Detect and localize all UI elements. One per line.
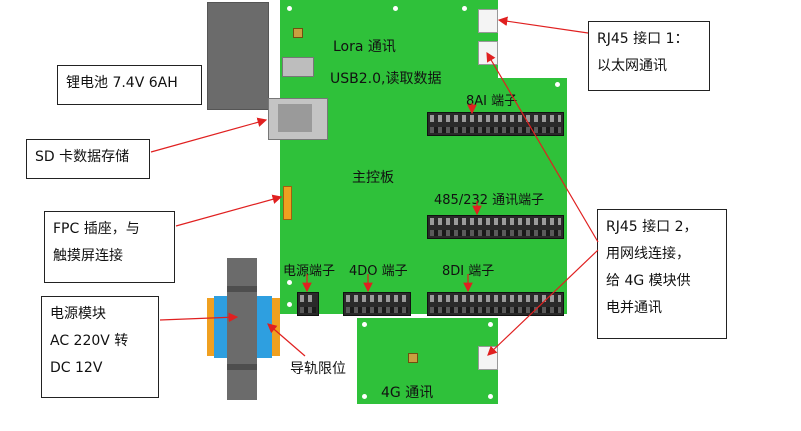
power-module-core-band: [227, 364, 257, 370]
power-module-callout-line: AC 220V 转: [50, 333, 129, 349]
rj45-1-callout-line: 以太网通讯: [597, 58, 667, 74]
rj45-2-callout-line: 电并通讯: [606, 300, 662, 316]
rs485-terminal-label: 485/232 通讯端子: [434, 193, 545, 208]
power-module-callout-line: 电源模块: [50, 306, 106, 322]
sd-callout: SD 卡数据存储: [26, 139, 150, 179]
mount-hole: [462, 6, 467, 11]
usb-label: USB2.0,读取数据: [330, 71, 442, 87]
arrow-rj45-2-4g: [487, 249, 599, 356]
rj45-2-callout-line: RJ45 接口 2，: [606, 219, 698, 235]
lora-label: Lora 通讯: [333, 39, 396, 55]
lora-chip-icon: [293, 28, 303, 38]
power-module-orange-left: [207, 298, 215, 356]
4g-chip-icon: [408, 353, 418, 363]
mount-hole: [287, 302, 292, 307]
mount-hole: [393, 6, 398, 11]
mount-hole: [362, 394, 367, 399]
sd-callout-text: SD 卡数据存储: [35, 149, 130, 165]
mount-hole: [287, 280, 292, 285]
fpc-callout-line: FPC 插座，与: [53, 221, 140, 237]
main-board: [280, 0, 498, 78]
do-terminal-label: 4DO 端子: [349, 264, 408, 279]
battery: [207, 2, 269, 110]
4g-module-board: [357, 318, 498, 404]
arrow-fpc: [175, 194, 283, 227]
fpc-connector: [283, 186, 292, 220]
arrow-rail: [267, 323, 306, 357]
rs485-terminal-block: [427, 215, 564, 239]
mount-hole: [287, 6, 292, 11]
mount-hole: [488, 322, 493, 327]
mount-hole: [362, 322, 367, 327]
mount-hole: [488, 394, 493, 399]
ai-terminal-label: 8AI 端子: [466, 94, 518, 109]
rj45-2-callout-line: 用网线连接，: [606, 246, 690, 262]
4g-module-label: 4G 通讯: [381, 385, 434, 401]
battery-callout-text: 锂电池 7.4V 6AH: [66, 75, 178, 91]
rj45-port-1: [478, 9, 498, 33]
power-module-core-band: [227, 286, 257, 292]
arrow-sd: [150, 117, 268, 153]
power-module-core: [227, 258, 257, 400]
rj45-1-callout-line: RJ45 接口 1：: [597, 31, 689, 47]
rj45-2-callout: RJ45 接口 2， 用网线连接， 给 4G 模块供 电并通讯: [597, 209, 727, 339]
arrow-rj45-1: [497, 16, 589, 34]
rail-limit-label: 导轨限位: [290, 361, 346, 377]
arrow-power-module: [159, 312, 239, 323]
di-terminal-label: 8DI 端子: [442, 264, 495, 279]
fpc-callout-line: 触摸屏连接: [53, 248, 123, 264]
usb-port: [282, 57, 314, 77]
power-terminal-block: [297, 292, 319, 316]
rj45-2-callout-line: 给 4G 模块供: [606, 273, 691, 289]
arrow-rj45-2-board: [486, 51, 599, 243]
main-board-label: 主控板: [352, 170, 394, 186]
ai-terminal-block: [427, 112, 564, 136]
rj45-1-callout: RJ45 接口 1： 以太网通讯: [588, 21, 710, 91]
battery-callout: 锂电池 7.4V 6AH: [57, 65, 202, 105]
power-module-callout: 电源模块 AC 220V 转 DC 12V: [41, 296, 159, 398]
mount-hole: [555, 82, 560, 87]
power-terminal-label: 电源端子: [283, 264, 336, 279]
fpc-callout: FPC 插座，与 触摸屏连接: [44, 211, 175, 283]
sd-card-slot-inner: [278, 104, 312, 132]
power-module-callout-line: DC 12V: [50, 360, 103, 376]
do-terminal-block: [343, 292, 411, 316]
